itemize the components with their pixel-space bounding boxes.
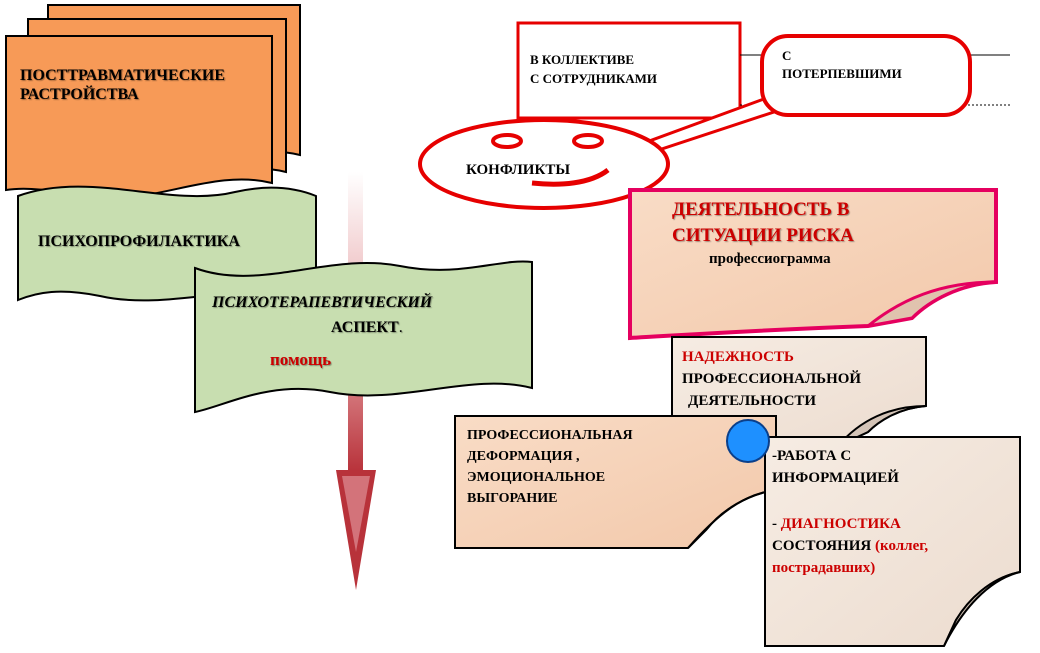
psychotherapy-banner — [194, 260, 533, 414]
reliability-line3: ДЕЯТЕЛЬНОСТИ — [688, 392, 817, 409]
deformation-label: ПРОФЕССИОНАЛЬНАЯ ДЕФОРМАЦИЯ , ЭМОЦИОНАЛЬ… — [467, 425, 633, 509]
help-label: помощь — [270, 350, 332, 369]
psychoprophylaxis-label: ПСИХОПРОФИЛАКТИКА — [38, 233, 240, 250]
post-trauma-line1: ПОСТТРАВМАТИЧЕСКИЕ — [20, 67, 225, 84]
info-line1: -РАБОТА С — [772, 448, 852, 464]
risk-note — [628, 188, 998, 341]
diagnostics-word: ДИАГНОСТИКА — [780, 516, 901, 532]
post-trauma-line2: РАСТРОЙСТВА — [20, 86, 139, 104]
deformation-line1: ПРОФЕССИОНАЛЬНАЯ — [467, 428, 633, 443]
victims-line1: С — [782, 48, 792, 63]
team-line2: С СОТРУДНИКАМИ — [530, 70, 658, 86]
psychotherapy-dot: . — [398, 319, 403, 336]
psychotherapy-line1: ПСИХОТЕРАПЕВТИЧЕСКИЙ — [212, 294, 433, 311]
info-diagnostics: - ДИАГНОСТИКА СОСТОЯНИЯ (коллег, пострад… — [772, 514, 928, 579]
risk-label: ДЕЯТЕЛЬНОСТЬ В СИТУАЦИИ РИСКА — [672, 197, 854, 248]
psychotherapy-line2: АСПЕКТ — [331, 319, 399, 336]
connector-dot — [726, 419, 770, 463]
victims-bubble — [760, 34, 972, 117]
victims-line2: ПОТЕРПЕВШИМИ — [782, 66, 902, 82]
state-row: СОСТОЯНИЯ (коллег, — [772, 536, 928, 558]
post-trauma-label: ПОСТТРАВМАТИЧЕСКИЕ РАСТРОЙСТВА — [20, 66, 225, 104]
deformation-line2: ДЕФОРМАЦИЯ , — [467, 449, 580, 464]
professiogram-label: профессиограмма — [709, 251, 831, 267]
info-label: -РАБОТА С ИНФОРМАЦИЕЙ — [772, 446, 899, 490]
risk-line2: СИТУАЦИИ РИСКА — [672, 224, 854, 246]
deformation-line4: ВЫГОРАНИЕ — [467, 491, 558, 506]
victims-label: С ПОТЕРПЕВШИМИ — [782, 47, 902, 83]
diagnostics-dash: - — [772, 516, 781, 532]
reliability-line1: НАДЕЖНОСТЬ — [682, 349, 794, 365]
victims-paren: пострадавших) — [772, 559, 876, 576]
colleagues-word: (коллег, — [871, 537, 929, 554]
state-word: СОСТОЯНИЯ — [772, 537, 872, 554]
risk-line1: ДЕЯТЕЛЬНОСТЬ В — [672, 199, 850, 220]
reliability-line2: ПРОФЕССИОНАЛЬНОЙ — [682, 370, 862, 387]
team-label: В КОЛЛЕКТИВЕ С СОТРУДНИКАМИ — [530, 51, 657, 89]
deformation-line3: ЭМОЦИОНАЛЬНОЕ — [467, 470, 606, 485]
diagnostics-row: - ДИАГНОСТИКА — [772, 514, 928, 536]
psychotherapy-line2-wrap: АСПЕКТ. — [331, 318, 403, 337]
reliability-label: НАДЕЖНОСТЬ ПРОФЕССИОНАЛЬНОЙ ДЕЯТЕЛЬНОСТИ — [682, 347, 861, 412]
conflicts-label: КОНФЛИКТЫ — [466, 162, 571, 178]
info-note — [764, 436, 1021, 647]
conflicts-face — [418, 118, 670, 210]
team-line1: В КОЛЛЕКТИВЕ — [530, 52, 635, 67]
info-line2: ИНФОРМАЦИЕЙ — [772, 469, 899, 486]
